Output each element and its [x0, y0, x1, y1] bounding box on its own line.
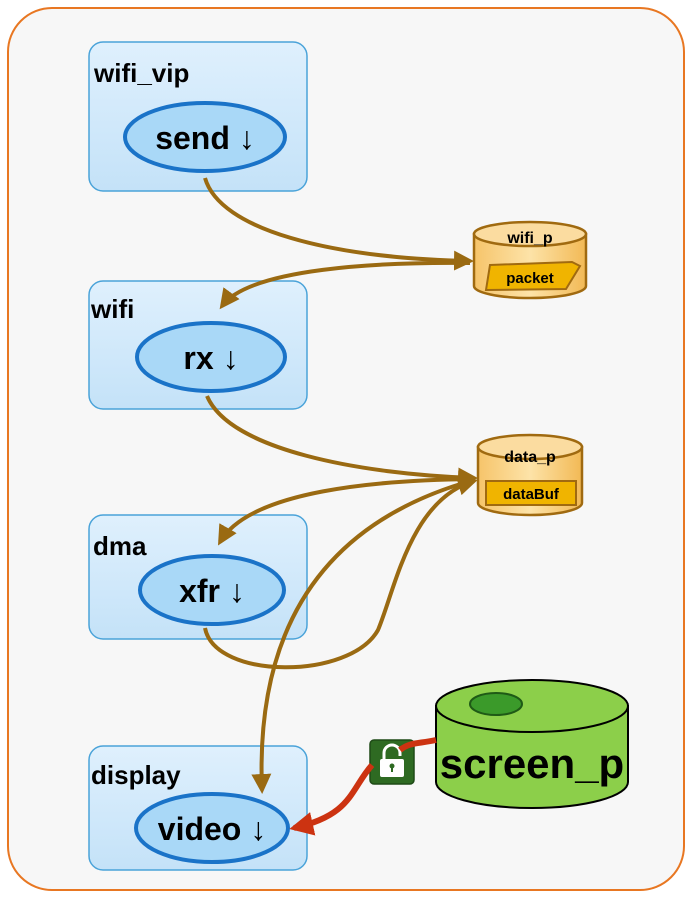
flow-arrows [203, 177, 478, 794]
resource-cylinder-body [435, 705, 629, 809]
component-label: wifi_vip [93, 58, 189, 88]
flow-wifi-p-to-rx [219, 260, 471, 310]
lock-arrow [289, 737, 437, 836]
component-display: display video ↓ [88, 745, 308, 871]
pool-data-p: data_p dataBuf [476, 433, 584, 517]
resource-label: screen_p [440, 740, 624, 787]
pool-item-label: dataBuf [503, 486, 560, 503]
pool-label: data_p [504, 449, 556, 466]
action-label: video ↓ [158, 811, 266, 847]
component-wifi-vip: wifi_vip send ↓ [88, 41, 308, 192]
component-label: dma [93, 531, 147, 561]
component-label: wifi [90, 294, 134, 324]
flow-rx-to-data-p [205, 395, 478, 488]
component-wifi: wifi rx ↓ [88, 280, 308, 410]
pool-wifi-p: wifi_p packet [472, 220, 588, 300]
action-ellipse[interactable] [138, 554, 286, 626]
pool-label: wifi_p [506, 230, 553, 247]
pool-item-label: packet [506, 270, 554, 287]
pool-cylinder-top [472, 220, 588, 248]
pool-cylinder-top [476, 433, 584, 461]
flow-xfr-to-data-p [203, 475, 478, 670]
action-ellipse[interactable] [134, 792, 290, 864]
resource-screen-p: screen_p [435, 679, 629, 809]
pool-item-shape [484, 260, 582, 292]
action-label: xfr ↓ [179, 573, 245, 609]
flow-data-p-to-xfr [217, 477, 475, 546]
resource-cylinder-top [435, 679, 629, 733]
pool-item-shape [485, 480, 577, 506]
lock-arrow-segment-bottom [289, 763, 375, 836]
flow-send-to-wifi-p [203, 177, 474, 271]
lock-arrow-segment-top [398, 737, 437, 753]
flow-data-p-to-video [251, 478, 475, 794]
component-label: display [91, 760, 181, 790]
action-label: send ↓ [155, 120, 255, 156]
component-dma: dma xfr ↓ [88, 514, 308, 640]
action-label: rx ↓ [183, 340, 238, 376]
resource-token [469, 692, 523, 716]
action-ellipse[interactable] [123, 101, 287, 173]
action-ellipse[interactable] [135, 321, 287, 393]
